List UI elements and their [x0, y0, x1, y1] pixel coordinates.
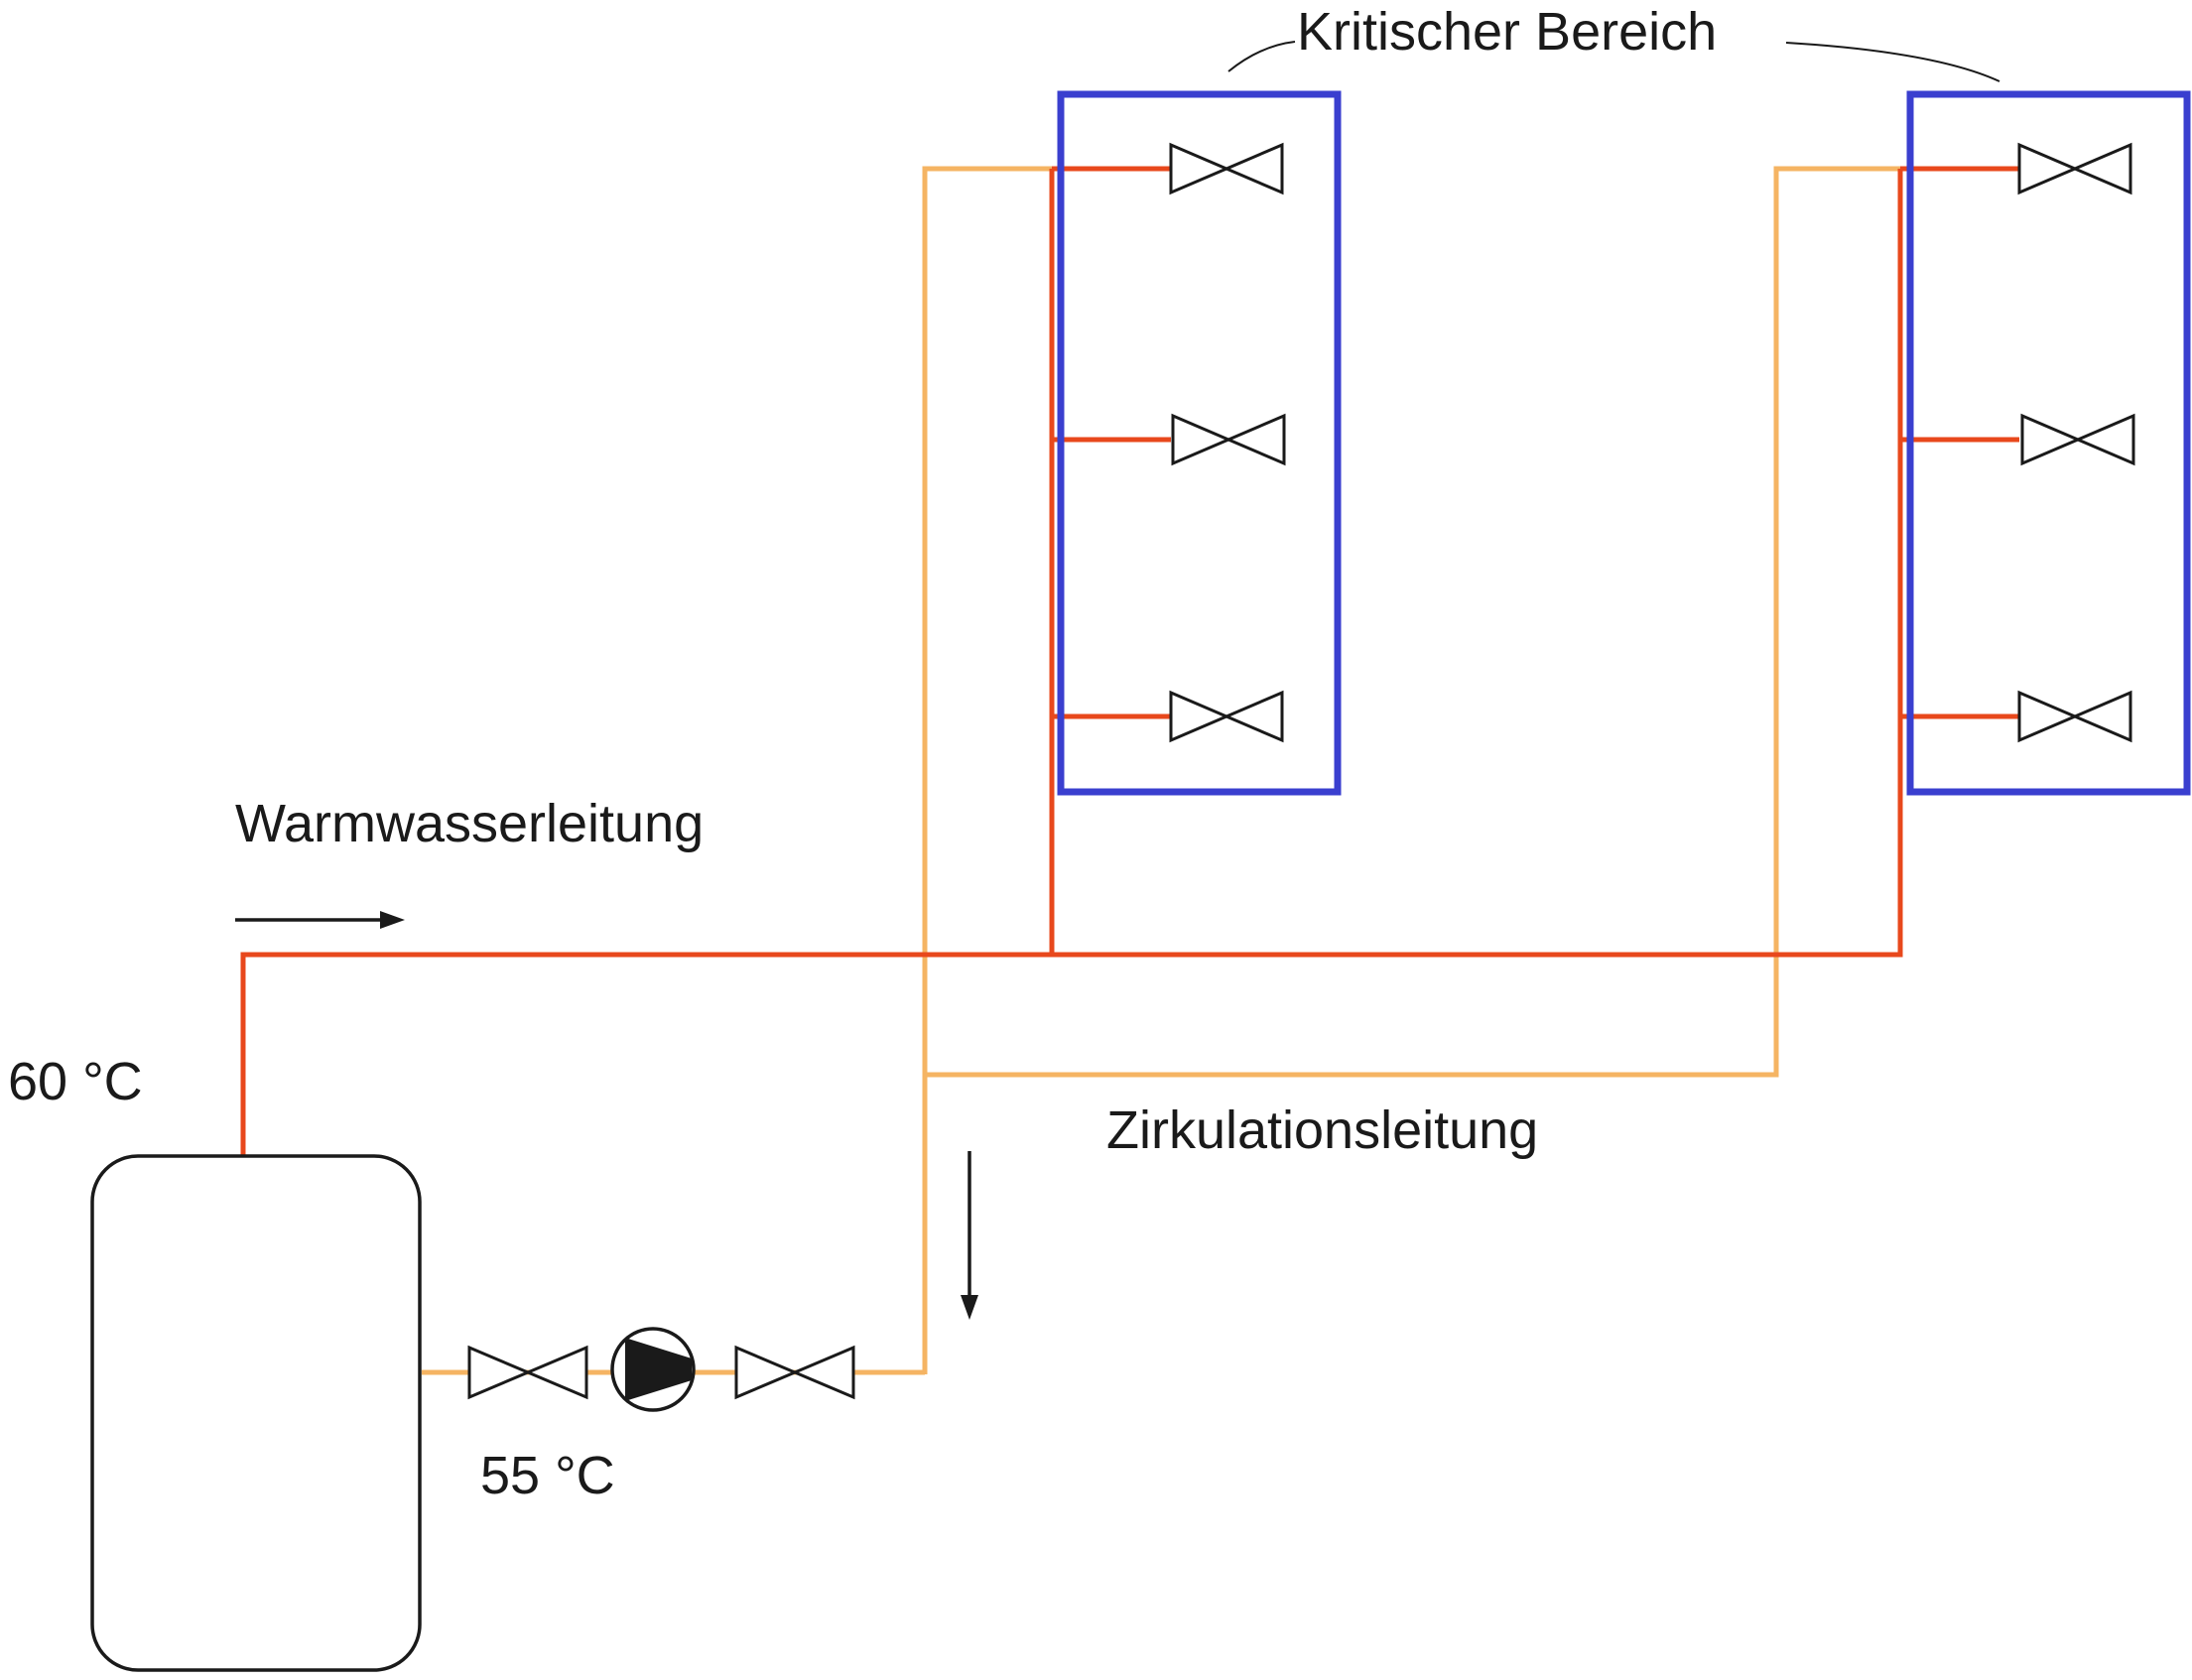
- circulation-riser-left: [922, 166, 1052, 1374]
- circulation-pipes: [422, 166, 1903, 1375]
- valve-icon: [1169, 690, 1284, 743]
- critical-area-leader-right: [1785, 42, 2000, 82]
- valve-icon: [2017, 690, 2132, 743]
- valve-icon: [2017, 142, 2132, 195]
- valve-icon: [2020, 413, 2135, 466]
- hot-water-line-label: Warmwasserleitung: [235, 794, 704, 853]
- return-temperature-label: 55 °C: [480, 1446, 615, 1505]
- critical-area-box-left: [1057, 90, 1342, 796]
- valve-icon: [734, 1345, 855, 1400]
- pump-icon: [610, 1327, 696, 1412]
- hot-water-main: [240, 169, 1903, 1161]
- critical-area-label: Kritischer Bereich: [1297, 2, 1717, 62]
- critical-area-box-right: [1906, 90, 2191, 796]
- valve-icon: [1171, 413, 1286, 466]
- valve-icon: [467, 1345, 588, 1400]
- circulation-line-label: Zirkulationsleitung: [1106, 1100, 1538, 1160]
- tank-outlet-temperature-label: 60 °C: [8, 1052, 143, 1111]
- critical-area-leader-left: [1227, 41, 1296, 72]
- valve-icon: [1169, 142, 1284, 195]
- flow-arrow-right-icon: [235, 911, 405, 929]
- circulation-riser-right: [925, 166, 1903, 1078]
- hot-water-pipes: [240, 166, 2019, 1161]
- storage-tank: [90, 1154, 422, 1672]
- flow-arrow-down-icon: [961, 1151, 978, 1320]
